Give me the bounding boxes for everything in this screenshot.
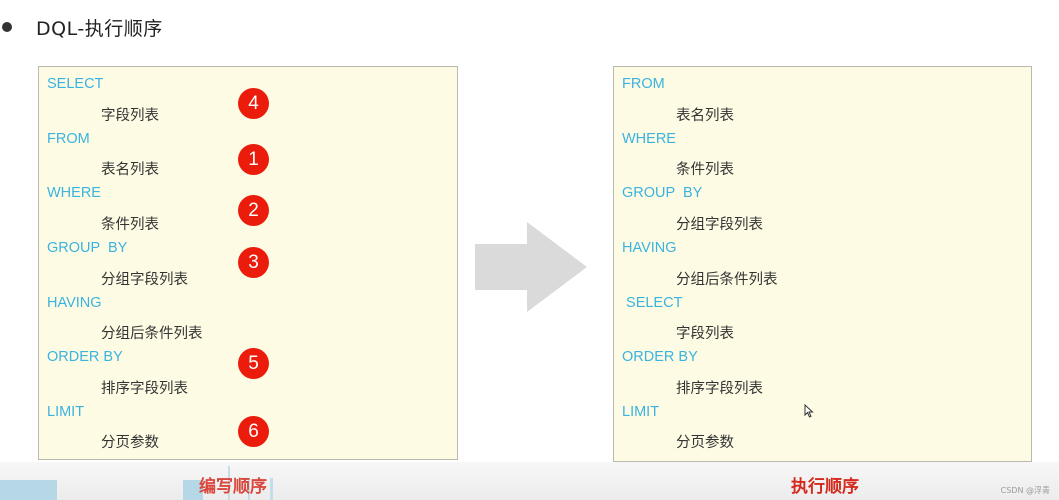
clause-keyword: HAVING — [622, 240, 677, 256]
clause-value: 分组字段列表 — [676, 217, 763, 233]
mouse-cursor-icon — [804, 404, 814, 418]
clause-value: 排序字段列表 — [101, 381, 188, 397]
clause-keyword: LIMIT — [47, 404, 85, 420]
order-badge: 6 — [238, 416, 269, 447]
clause-keyword: ORDER BY — [622, 349, 698, 365]
clause-keyword: WHERE — [622, 131, 676, 147]
bottom-band — [0, 462, 1059, 500]
page-title: DQL-执行顺序 — [36, 17, 163, 40]
clause-keyword: ORDER BY — [47, 349, 123, 365]
order-badge: 4 — [238, 88, 269, 119]
background-decoration — [270, 478, 273, 500]
clause-keyword: LIMIT — [622, 404, 660, 420]
clause-keyword: GROUP BY — [622, 185, 703, 201]
clause-value: 表名列表 — [676, 108, 734, 124]
clause-value: 分组后条件列表 — [676, 272, 778, 288]
clause-value: 排序字段列表 — [676, 381, 763, 397]
order-badge: 1 — [238, 144, 269, 175]
watermark: CSDN @浮青 — [1000, 486, 1050, 495]
order-badge: 2 — [238, 195, 269, 226]
background-decoration — [183, 480, 203, 500]
clause-value: 表名列表 — [101, 162, 159, 178]
clause-keyword: HAVING — [47, 295, 102, 311]
clause-keyword: FROM — [47, 131, 90, 147]
right-arrow-icon — [475, 222, 587, 312]
writing-order-caption: 编写顺序 — [199, 477, 267, 497]
clause-keyword: SELECT — [47, 76, 104, 92]
clause-keyword: GROUP BY — [47, 240, 128, 256]
clause-value: 条件列表 — [101, 217, 159, 233]
clause-keyword: WHERE — [47, 185, 101, 201]
background-decoration — [248, 478, 250, 500]
clause-value: 分页参数 — [676, 435, 734, 451]
order-badge: 5 — [238, 348, 269, 379]
page-heading: DQL-执行顺序 — [0, 12, 163, 42]
execution-order-box: FROM 表名列表 WHERE 条件列表 GROUP BY 分组字段列表 HAV… — [613, 66, 1032, 462]
clause-value: 字段列表 — [676, 326, 734, 342]
clause-value: 字段列表 — [101, 108, 159, 124]
clause-keyword: SELECT — [622, 295, 683, 311]
order-badge: 3 — [238, 247, 269, 278]
background-decoration — [228, 466, 230, 500]
clause-value: 分页参数 — [101, 435, 159, 451]
clause-value: 分组字段列表 — [101, 272, 188, 288]
writing-order-box: SELECT 字段列表 4 FROM 表名列表 1 WHERE 条件列表 2 G… — [38, 66, 458, 460]
execution-order-caption: 执行顺序 — [791, 477, 859, 497]
background-decoration — [0, 480, 57, 500]
clause-value: 条件列表 — [676, 162, 734, 178]
clause-value: 分组后条件列表 — [101, 326, 203, 342]
bullet-icon — [2, 22, 12, 32]
clause-keyword: FROM — [622, 76, 665, 92]
